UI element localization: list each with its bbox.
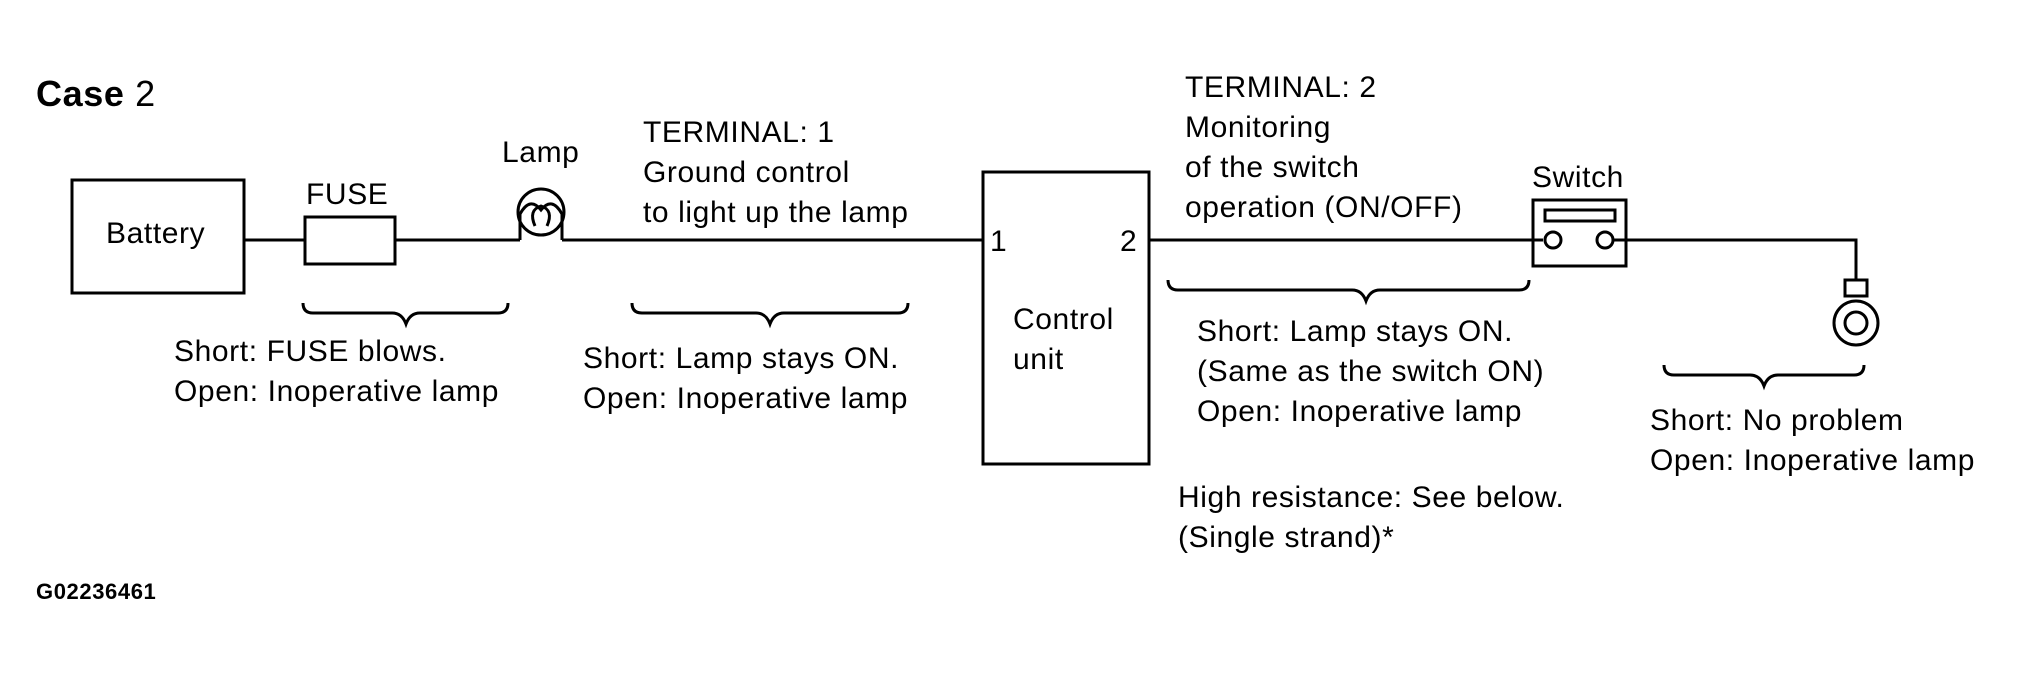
terminal-2-pin: 2 (1120, 225, 1138, 258)
note-line: (Single strand)* (1178, 521, 1395, 554)
lamp-icon (516, 187, 566, 240)
battery-label: Battery (106, 217, 206, 250)
brace-lamp-segment (630, 302, 910, 329)
control-unit-label: Control unit (1013, 300, 1114, 380)
wire-switch-ground (1613, 238, 1858, 280)
figure-code: G02236461 (36, 579, 157, 604)
note-line: (Same as the switch ON) (1197, 355, 1545, 388)
switch-contact-left (1543, 230, 1563, 250)
brace-fuse-segment (301, 302, 510, 329)
note-line: Short: Lamp stays ON. (583, 342, 900, 375)
note-line: Open: Inoperative lamp (174, 375, 500, 408)
ground-segment-note: Short: No problem Open: Inoperative lamp (1650, 401, 1975, 481)
switch-segment-note: Short: Lamp stays ON. (Same as the switc… (1197, 312, 1544, 432)
terminal-2-description: TERMINAL: 2 Monitoring of the switch ope… (1185, 68, 1463, 228)
note-line: Short: FUSE blows. (174, 335, 447, 368)
terminal-1-line: to light up the lamp (643, 196, 909, 229)
battery-box (70, 178, 246, 295)
case-title-number: 2 (135, 73, 156, 114)
switch-contact-right (1595, 230, 1615, 250)
note-line: Open: Inoperative lamp (1197, 395, 1523, 428)
terminal-1-line: Ground control (643, 156, 850, 189)
note-line: Open: Inoperative lamp (583, 382, 909, 415)
lamp-label: Lamp (502, 136, 580, 169)
lamp-segment-note: Short: Lamp stays ON. Open: Inoperative … (583, 339, 908, 419)
switch-box (1531, 198, 1628, 268)
brace-switch-segment (1166, 279, 1531, 306)
control-unit-label-line: Control (1013, 303, 1114, 336)
terminal-2-line: operation (ON/OFF) (1185, 191, 1463, 224)
terminal-2-line: TERMINAL: 2 (1185, 71, 1377, 104)
high-resistance-note: High resistance: See below. (Single stra… (1178, 478, 1564, 558)
brace-ground-segment (1662, 364, 1866, 391)
control-unit-label-line: unit (1013, 343, 1064, 376)
note-line: Short: Lamp stays ON. (1197, 315, 1514, 348)
fuse-symbol (303, 215, 397, 266)
ground-icon (1832, 278, 1880, 347)
note-line: High resistance: See below. (1178, 481, 1565, 514)
case-title-label: Case (36, 73, 125, 114)
terminal-2-line: of the switch (1185, 151, 1360, 184)
terminal-1-line: TERMINAL: 1 (643, 116, 835, 149)
fuse-segment-note: Short: FUSE blows. Open: Inoperative lam… (174, 332, 499, 412)
note-line: Open: Inoperative lamp (1650, 444, 1976, 477)
control-unit-box (981, 170, 1151, 466)
switch-button (1543, 208, 1617, 223)
case-title: Case 2 (36, 72, 156, 116)
terminal-1-description: TERMINAL: 1 Ground control to light up t… (643, 113, 909, 233)
terminal-1-pin: 1 (990, 225, 1008, 258)
fuse-label: FUSE (306, 178, 389, 211)
switch-label: Switch (1532, 161, 1624, 194)
note-line: Short: No problem (1650, 404, 1904, 437)
terminal-2-line: Monitoring (1185, 111, 1332, 144)
